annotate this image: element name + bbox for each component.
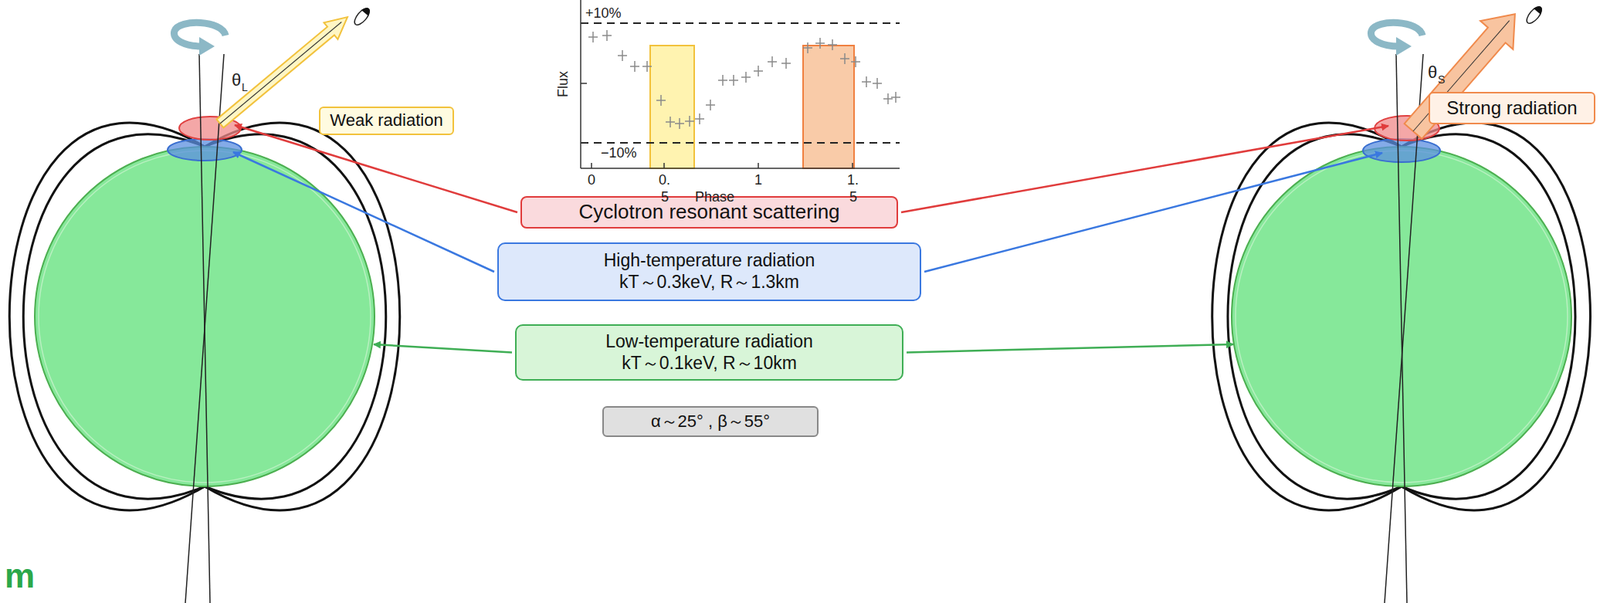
angle-box: α～25° , β～55° <box>602 406 819 438</box>
plot-label: 5 <box>661 189 669 206</box>
tick <box>663 162 665 169</box>
plot-label: θ <box>231 71 241 90</box>
leader-line <box>906 344 1234 353</box>
x-axis <box>580 167 900 170</box>
leader-lines <box>233 125 1389 353</box>
plot-label: Phase <box>694 189 735 206</box>
leader-line <box>233 152 495 272</box>
dashed-line <box>580 142 900 144</box>
data-point <box>722 74 724 86</box>
leader-line <box>901 125 1389 213</box>
tick <box>580 82 587 85</box>
data-point <box>606 30 608 41</box>
data-point <box>887 93 889 105</box>
data-point <box>844 53 846 65</box>
plot-label: −10% <box>600 145 638 162</box>
rotation-arrow <box>173 22 226 56</box>
observer-icon <box>1524 3 1546 26</box>
plot-label: Flux <box>555 71 572 98</box>
data-point <box>592 31 594 43</box>
data-point <box>698 113 701 125</box>
data-point <box>854 56 857 68</box>
data-point <box>819 37 821 49</box>
magnetic-axis <box>1384 54 1424 603</box>
data-point <box>785 57 787 69</box>
data-point <box>732 74 735 86</box>
box-text: kT～0.1keV, R～10km <box>621 352 797 375</box>
box-text: α～25° , β～55° <box>650 411 770 432</box>
leader-line <box>373 344 512 353</box>
rotation-axis <box>1396 54 1407 603</box>
plot-label: θ <box>1427 63 1438 82</box>
corner-letter: m <box>4 557 35 595</box>
hot-spot <box>1362 138 1441 163</box>
data-points <box>588 30 901 129</box>
magnetic-axis <box>185 54 224 603</box>
tick <box>580 22 587 24</box>
plot-label: 1. <box>847 172 859 189</box>
box-text: Low-temperature radiation <box>605 331 813 353</box>
data-point <box>621 50 624 62</box>
plot-label: L <box>241 81 248 94</box>
data-point <box>646 61 648 72</box>
cool-radiation-box: Low-temperature radiationkT～0.1keV, R～10… <box>515 324 904 381</box>
data-point <box>894 91 897 103</box>
plot-label: 5 <box>849 189 858 206</box>
leader-line <box>924 152 1383 272</box>
data-point <box>831 39 834 51</box>
rotation-arrow <box>1370 22 1423 56</box>
data-point <box>865 76 868 88</box>
box-text: High-temperature radiation <box>603 250 816 272</box>
tick <box>590 162 593 169</box>
plot-label: 0 <box>587 172 596 189</box>
hot-radiation-box: High-temperature radiationkT～0.3keV, R～1… <box>497 242 922 302</box>
data-point <box>745 71 747 83</box>
yellow-band <box>650 45 695 169</box>
hot-spot <box>167 138 242 161</box>
box-text: Strong radiation <box>1446 97 1577 120</box>
data-point <box>806 42 809 54</box>
data-point <box>688 115 691 127</box>
data-point <box>678 118 681 129</box>
data-point <box>709 99 712 111</box>
plot-label: S <box>1437 74 1445 86</box>
plot-label: +10% <box>585 6 622 22</box>
orange-band <box>803 45 855 169</box>
leader-line <box>234 125 518 213</box>
box-text: Weak radiation <box>329 110 443 131</box>
dashed-line <box>580 22 900 24</box>
weak-radiation-box: Weak radiation <box>318 106 455 136</box>
tick <box>851 162 854 169</box>
data-point <box>660 94 662 106</box>
observer-icon <box>352 5 373 28</box>
data-point <box>669 116 672 128</box>
data-point <box>633 61 636 72</box>
data-point <box>876 77 878 89</box>
tick <box>580 142 587 144</box>
plot-label: 0. <box>658 172 671 189</box>
plot-label: 1 <box>754 172 763 189</box>
tick <box>757 162 760 169</box>
data-point <box>771 56 773 68</box>
box-text: kT～0.3keV, R～1.3km <box>619 271 800 294</box>
data-point <box>757 65 760 77</box>
strong-radiation-box: Strong radiation <box>1428 91 1596 125</box>
light-curve-plot <box>580 0 901 169</box>
